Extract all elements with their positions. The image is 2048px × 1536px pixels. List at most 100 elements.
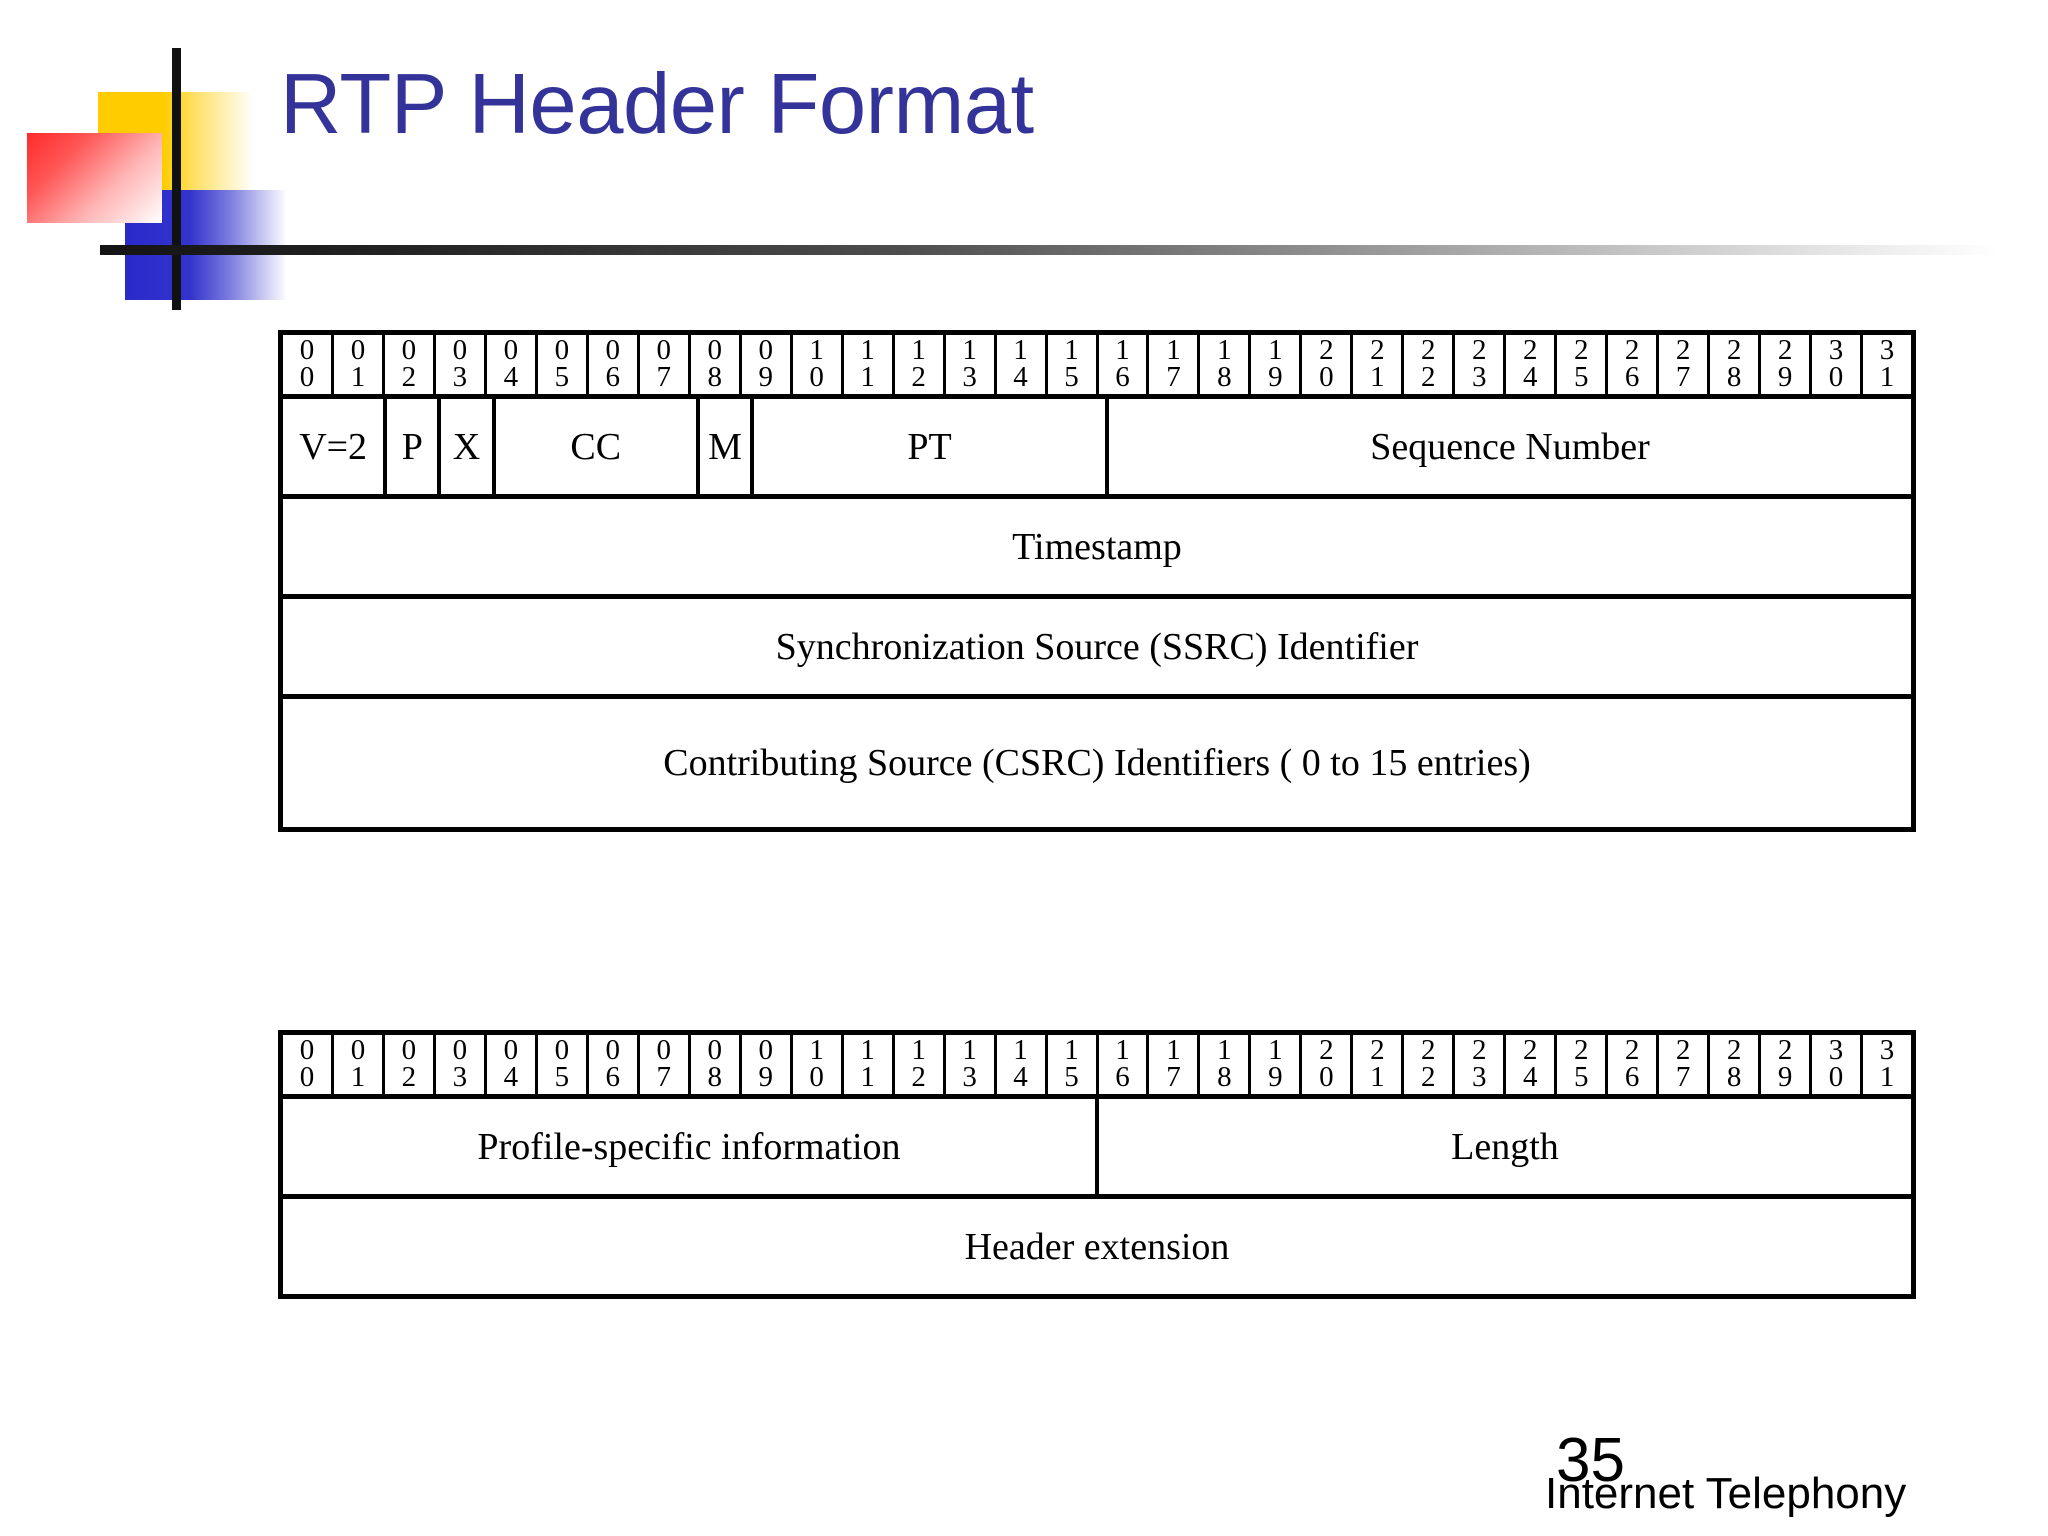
bit-digit-tens: 2 <box>1573 1034 1589 1066</box>
bit-digit-tens: 1 <box>809 334 824 366</box>
bit-digit-ones: 1 <box>860 1060 875 1093</box>
bit-digit-ones: 5 <box>1573 360 1589 393</box>
page-title: RTP Header Format <box>280 57 1034 152</box>
decor-red-square <box>27 133 162 223</box>
bit-digit-ones: 9 <box>1268 360 1283 393</box>
bit-digit-tens: 0 <box>656 334 672 366</box>
bit-digit-ones: 8 <box>1217 1060 1232 1093</box>
bit-digit-tens: 0 <box>401 1034 417 1066</box>
bit-digit-tens: 0 <box>758 1034 773 1066</box>
packet-field-row: Synchronization Source (SSRC) Identifier <box>283 599 1911 700</box>
bit-digit-tens: 1 <box>1013 334 1028 366</box>
packet-field-timestamp: Timestamp <box>1012 525 1182 568</box>
bit-digit-tens: 0 <box>452 1034 468 1066</box>
bit-digit-tens: 1 <box>1268 1034 1283 1066</box>
bit-digit-tens: 2 <box>1726 334 1742 366</box>
bit-digit-ones: 1 <box>350 1060 366 1093</box>
packet-field-profile-specific-information: Profile-specific information <box>283 1099 1099 1195</box>
bit-digit-tens: 1 <box>1064 334 1079 366</box>
bit-digit-ones: 7 <box>656 1060 672 1093</box>
bit-digit-ones: 7 <box>1675 1060 1691 1093</box>
packet-field-row: Timestamp <box>283 499 1911 600</box>
bit-digit-tens: 0 <box>554 334 570 366</box>
bit-digit-ones: 0 <box>1828 360 1844 393</box>
bit-digit-ones: 4 <box>1522 360 1538 393</box>
bit-digit-tens: 2 <box>1624 334 1640 366</box>
packet-field-p: P <box>387 399 442 495</box>
bit-digit-tens: 2 <box>1319 1034 1334 1066</box>
bit-digit-tens: 2 <box>1421 1034 1436 1066</box>
bit-digit-ones: 0 <box>299 1060 315 1093</box>
bit-digit-tens: 2 <box>1675 1034 1691 1066</box>
bit-digit-tens: 1 <box>1166 1034 1181 1066</box>
bit-digit-tens: 2 <box>1624 1034 1640 1066</box>
decor-vertical-rule <box>172 48 181 310</box>
bit-digit-ones: 0 <box>1828 1060 1844 1093</box>
bit-digit-ones: 9 <box>758 360 773 393</box>
bit-digit-tens: 2 <box>1726 1034 1742 1066</box>
bit-digit-tens: 2 <box>1472 1034 1487 1066</box>
bit-digit-ones: 6 <box>1624 1060 1640 1093</box>
bit-digit-ones: 6 <box>1624 360 1640 393</box>
bit-digit-ones: 8 <box>1726 360 1742 393</box>
bit-digit-tens: 1 <box>911 334 926 366</box>
bit-digit-ones: 9 <box>758 1060 773 1093</box>
bit-digit-tens: 0 <box>503 1034 519 1066</box>
bit-digit-tens: 1 <box>1013 1034 1028 1066</box>
bit-digit-tens: 1 <box>1064 1034 1079 1066</box>
packet-field-header-extension: Header extension <box>964 1225 1230 1268</box>
bit-digit-ones: 1 <box>1879 360 1895 393</box>
bit-digit-tens: 1 <box>911 1034 926 1066</box>
bit-digit-ones: 2 <box>401 360 417 393</box>
packet-field-v-2: V=2 <box>283 399 388 495</box>
bit-digit-ones: 2 <box>1421 360 1436 393</box>
bit-digit-ones: 4 <box>503 360 519 393</box>
bit-digit-tens: 1 <box>809 1034 824 1066</box>
bit-digit-ones: 0 <box>809 1060 824 1093</box>
packet-field-x: X <box>441 399 496 495</box>
bit-digit-tens: 2 <box>1675 334 1691 366</box>
bit-digit-tens: 0 <box>350 334 366 366</box>
packet-field-pt: PT <box>754 399 1109 495</box>
bit-digit-tens: 1 <box>1268 334 1283 366</box>
bit-digit-ones: 7 <box>1675 360 1691 393</box>
bit-digit-ones: 7 <box>1166 360 1181 393</box>
bit-digit-tens: 2 <box>1522 334 1538 366</box>
bit-digit-ones: 8 <box>707 360 722 393</box>
bit-digit-ones: 1 <box>1370 1060 1385 1093</box>
bit-digit-tens: 0 <box>707 334 722 366</box>
bit-digit-tens: 0 <box>299 1034 315 1066</box>
bit-digit-tens: 0 <box>503 334 519 366</box>
bit-digit-ones: 6 <box>1115 360 1130 393</box>
bit-digit-ones: 6 <box>605 1060 621 1093</box>
bit-digit-tens: 0 <box>656 1034 672 1066</box>
